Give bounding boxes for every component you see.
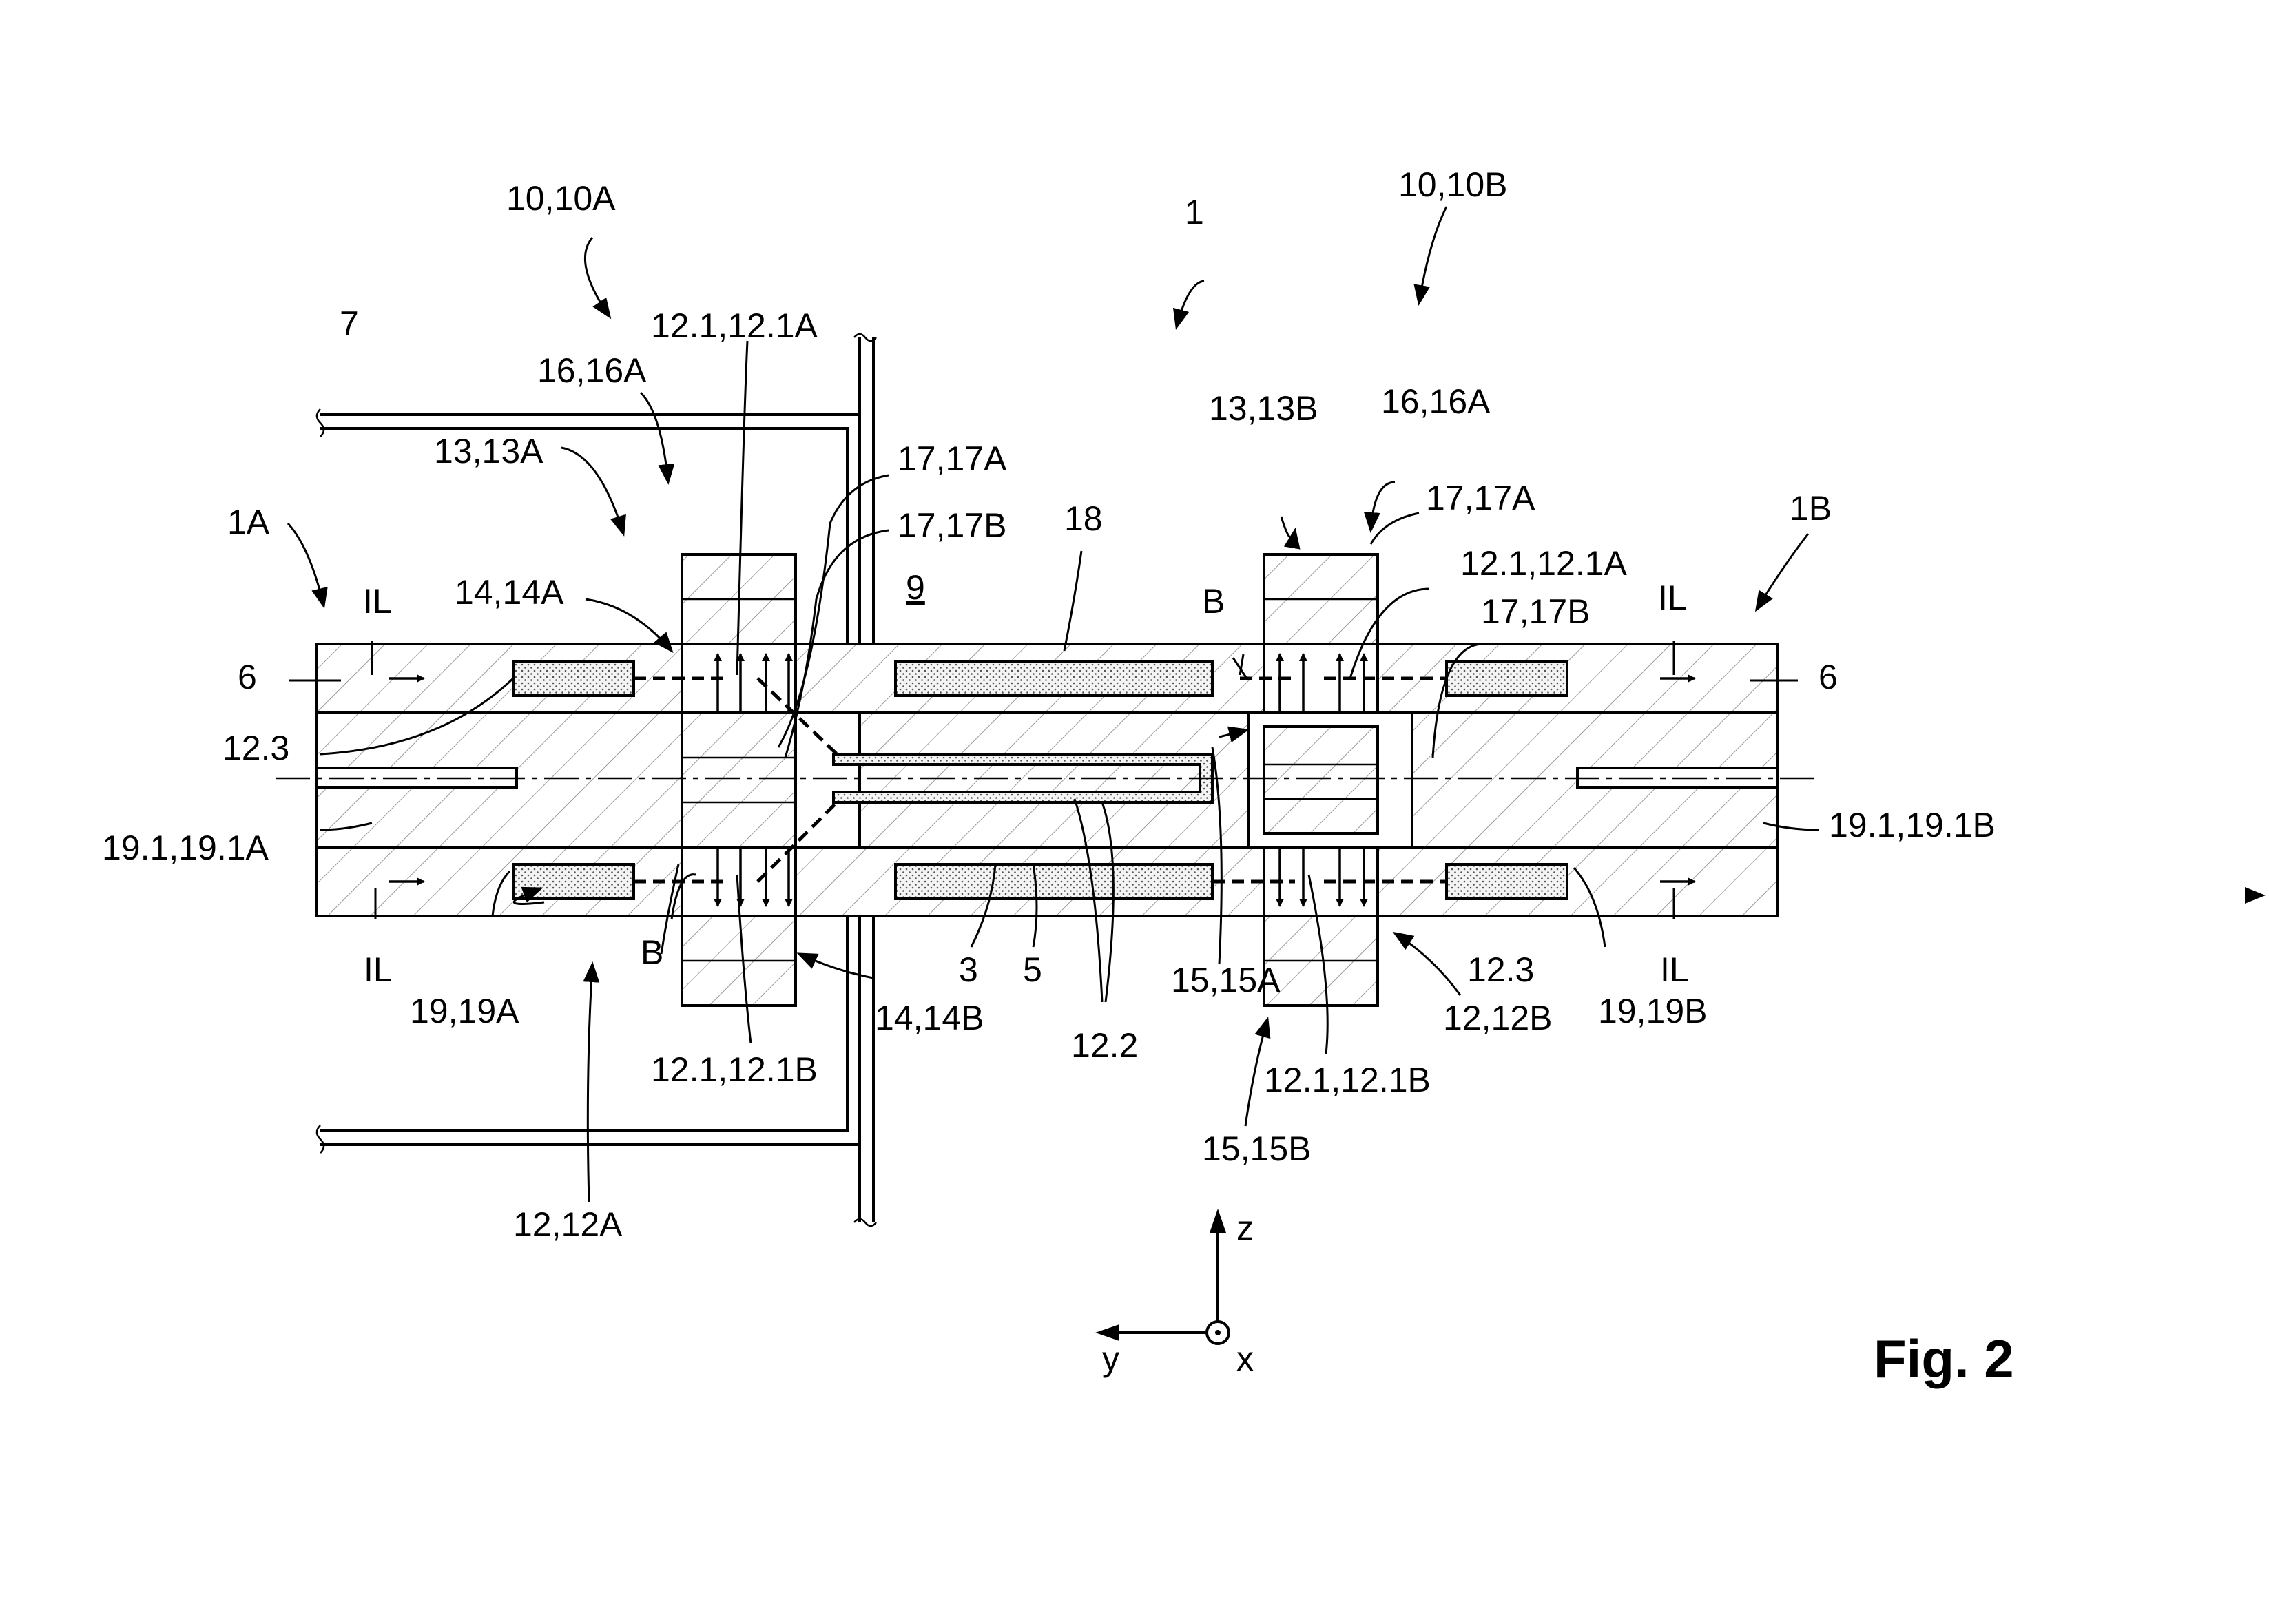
label-b-right: B xyxy=(1202,582,1225,621)
label-13b: 13,13B xyxy=(1209,389,1318,428)
partition-wall xyxy=(853,333,877,1227)
label-12a: 12,12A xyxy=(513,1205,623,1244)
label-16a-right: 16,16A xyxy=(1381,382,1491,421)
label-12-3-left: 12.3 xyxy=(222,729,289,767)
label-6-left: 6 xyxy=(238,658,257,696)
label-side-b: 1B xyxy=(1790,489,1832,528)
label-12-1b-left: 12.1,12.1B xyxy=(651,1050,818,1089)
label-14b: 14,14B xyxy=(875,999,984,1037)
label-il-top-right: IL xyxy=(1658,579,1687,617)
reference-labels: 1 10,10A 10,10B 7 12.1,12.1A 16,16A 13,1… xyxy=(102,165,2014,1389)
label-12-1a-left: 12.1,12.1A xyxy=(651,306,818,345)
label-il-top-left: IL xyxy=(363,582,392,621)
label-6-right: 6 xyxy=(1819,658,1838,696)
label-14a: 14,14A xyxy=(455,573,564,612)
figure-label: Fig. 2 xyxy=(1874,1329,2014,1389)
label-il-bottom-left: IL xyxy=(364,950,393,989)
label-19a: 19,19A xyxy=(410,992,519,1030)
axis-label-y: y xyxy=(1102,1340,1119,1378)
label-17b-left: 17,17B xyxy=(898,506,1006,545)
label-13a: 13,13A xyxy=(434,432,543,470)
flux-lines xyxy=(634,676,1447,884)
label-item-18: 18 xyxy=(1064,499,1103,538)
label-17a-left: 17,17A xyxy=(898,439,1007,478)
axis-label-x: x xyxy=(1236,1340,1254,1378)
label-side-a: 1A xyxy=(227,503,270,541)
label-b-left: B xyxy=(641,933,663,972)
coordinate-system: z y x xyxy=(1095,1209,1254,1378)
label-17b-right: 17,17B xyxy=(1481,592,1590,631)
label-19-1b: 19.1,19.1B xyxy=(1829,806,1996,844)
label-item-5: 5 xyxy=(1023,950,1042,989)
z-axis-arrowhead xyxy=(1210,1209,1226,1233)
label-rotor-b: 10,10B xyxy=(1398,165,1507,204)
label-assembly: 1 xyxy=(1185,193,1204,231)
label-il-bottom-right: IL xyxy=(1660,950,1689,989)
label-17a-right: 17,17A xyxy=(1426,479,1535,517)
rotor-stack-left xyxy=(681,553,797,1007)
label-12-3-right: 12.3 xyxy=(1467,950,1534,989)
label-16a-left: 16,16A xyxy=(537,351,647,390)
label-19b: 19,19B xyxy=(1598,992,1707,1030)
rotor-stack-right xyxy=(1263,553,1379,1007)
label-item-3: 3 xyxy=(959,950,978,989)
y-axis-arrowhead xyxy=(1095,1324,1119,1341)
axis-label-z: z xyxy=(1236,1209,1254,1247)
label-12-2: 12.2 xyxy=(1071,1026,1138,1065)
label-12-1b-right: 12.1,12.1B xyxy=(1264,1061,1431,1099)
label-15b: 15,15B xyxy=(1202,1129,1311,1168)
channel-12-2 xyxy=(832,660,1214,900)
label-wall-7: 7 xyxy=(340,304,359,343)
label-19-1a: 19.1,19.1A xyxy=(102,829,269,867)
label-space-9: 9 xyxy=(906,568,925,607)
label-12b: 12,12B xyxy=(1443,999,1552,1037)
flow-arrows xyxy=(389,653,1696,907)
label-15a: 15,15A xyxy=(1171,961,1281,999)
label-rotor-a: 10,10A xyxy=(506,179,616,218)
leader-lines xyxy=(287,206,2266,1203)
label-12-1a-right: 12.1,12.1A xyxy=(1460,544,1628,583)
